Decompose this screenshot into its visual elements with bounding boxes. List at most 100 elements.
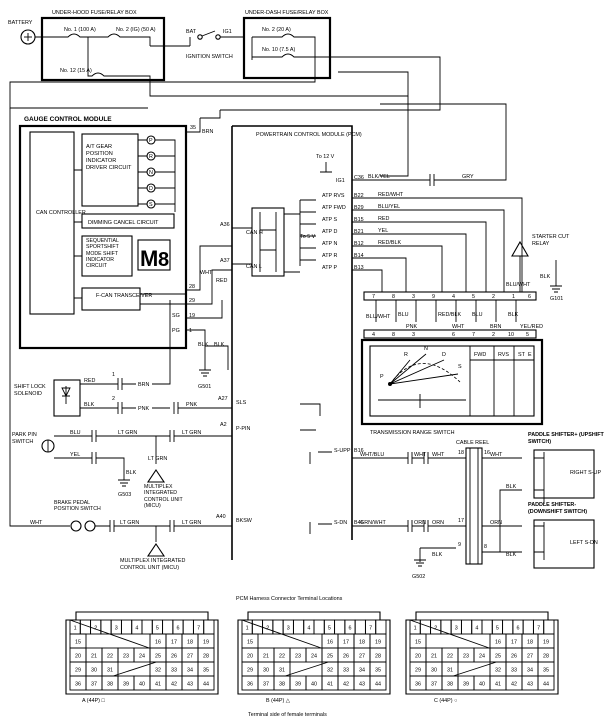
terminal-cell [354,619,366,635]
blu-park-pin: BLU [70,430,81,436]
wht-shift-1: WHT [414,452,427,458]
terminal-number: 24 [139,654,145,660]
indicator-s: S [149,202,153,208]
connector-a-label: A (44P) □ [82,698,105,704]
atp-s-label: ATP S [322,217,337,223]
pin-19: 19 [189,313,195,319]
trs-pin-bot-1: 4 [372,332,375,338]
trs-connector: 7 8 3 9 4 5 2 1 6 BLU/WHT BLU PNK RED/BL… [363,291,543,339]
a37-pin: A37 [220,258,230,264]
terminal-number: 23 [123,654,129,660]
terminal-number: 42 [511,682,517,688]
terminal-number: 3 [455,626,458,632]
terminal-number: 16 [327,640,333,646]
terminal-number: 40 [311,682,317,688]
atp-p-pin: B13 [354,265,364,271]
trs-title: TRANSMISSION RANGE SWITCH [370,430,455,436]
can-controller-label: CAN CONTROLLER [36,210,86,216]
connectors-footer: Terminal side of female terminals [248,712,327,718]
trs-pin-top-1: 7 [372,294,375,300]
terminal-cell [334,619,346,635]
terminal-number: 38 [107,682,113,688]
red-gcm-label: RED [216,278,227,284]
pcm-title: POWERTRAIN CONTROL MODULE (PCM) [256,132,362,138]
terminal-cell [481,619,493,635]
terminal-number: 39 [463,682,469,688]
right-s-up: RIGHT S-UP [570,470,601,476]
terminal-number: 33 [343,668,349,674]
trs-pos-s: S [458,364,462,370]
g501-label: G501 [198,384,211,390]
downshift-label: PADDLE SHIFTER- (DOWNSHIFT SWITCH) [528,502,587,515]
terminal-cell [543,619,555,635]
supp-label: S-UPP [334,448,351,454]
yel-park-pin: YEL [70,452,80,458]
atp-n-pin: B12 [354,241,364,247]
g502-label: G502 [412,574,425,580]
blu-trs: BLU [398,312,409,318]
brn-trs: BRN [490,324,501,330]
fuse-no10-label: No. 10 (7.5 A) [262,47,295,53]
pnk-shift-lock: PNK [138,406,149,412]
terminal-number: 23 [463,654,469,660]
terminal-cell [120,619,133,635]
connector-b-label: B (44P) △ [266,698,290,704]
wht-brake: WHT [30,520,43,526]
atp-r-label: ATP R [322,253,337,259]
pin-1: 1 [189,328,192,334]
terminal-number: 30 [263,668,269,674]
bksw-label: BKSW [236,518,253,524]
terminal-number: 15 [247,640,253,646]
atp-inputs: ATP RVS B22 ATP FWD B29 ATP S B15 ATP D … [299,193,364,271]
atp-fwd-pin: B29 [354,205,364,211]
blk-trs: BLK [508,312,519,318]
terminal-number: 31 [447,668,453,674]
terminal-number: 1 [414,626,417,632]
pnk-pcm: PNK [186,402,197,408]
red-shift-lock: RED [84,378,95,384]
blk-shift-lock: BLK [84,402,95,408]
terminal-number: 25 [495,654,501,660]
terminal-number: 6 [177,626,180,632]
starter-cut-relay: STARTER CUT RELAY BLK G101 BLU/WHT [506,234,569,302]
trs-pin-bot-2: 8 [392,332,395,338]
a40-pin: A40 [216,514,226,520]
ig1-pcm-label: IG1 [336,178,345,184]
micu-label-2: MULTIPLEX INTEGRATED CONTROL UNIT (MICU) [120,558,186,570]
terminal-cell [141,619,153,635]
brake-pedal-switch: BRAKE PEDAL POSITION SWITCH WHT LT GRN L… [9,108,232,570]
terminal-number: 36 [75,682,81,688]
terminal-number: 28 [203,654,209,660]
gcm-title: GAUGE CONTROL MODULE [24,116,112,123]
terminal-cell [502,619,514,635]
ignition-switch: BAT IG1 IGNITION SWITCH [186,29,233,60]
terminal-number: 35 [543,668,549,674]
to12v-label: To 12 V [316,154,335,160]
terminal-number: 2 [434,626,437,632]
pg-label: PG [172,328,180,334]
lt-grn-micu: LT GRN [148,456,167,462]
dimming-label: DIMMING CANCEL CIRCUIT [88,220,159,226]
terminal-number: 23 [295,654,301,660]
terminal-cell [537,675,555,691]
fuse-no1-label: No. 1 (100 A) [64,27,96,33]
blu-yel-label: BLU/YEL [378,204,400,210]
terminal-number: 27 [527,654,533,660]
ig1-label: IG1 [223,29,232,35]
shift-lock-solenoid: SHIFT LOCK SOLENOID RED BLK 1 2 BRN PNK … [14,300,232,417]
to5v-label: To 5 V [300,234,316,240]
pin-35: 35 [190,125,196,131]
blk-shift-r: BLK [506,484,517,490]
terminal-number: 1 [74,626,77,632]
indicator-p: P [149,138,153,144]
yel-red-trs: YEL/RED [520,324,543,330]
terminal-number: 26 [511,654,517,660]
terminal-cell [162,619,174,635]
atp-rvs-pin: B22 [354,193,364,199]
terminal-number: 34 [187,668,193,674]
trs-pin-top-9: 6 [528,294,531,300]
pin-16: 16 [484,450,490,456]
connector-c-label: C (44P) ○ [434,698,457,704]
atp-rvs-label: ATP RVS [322,193,345,199]
